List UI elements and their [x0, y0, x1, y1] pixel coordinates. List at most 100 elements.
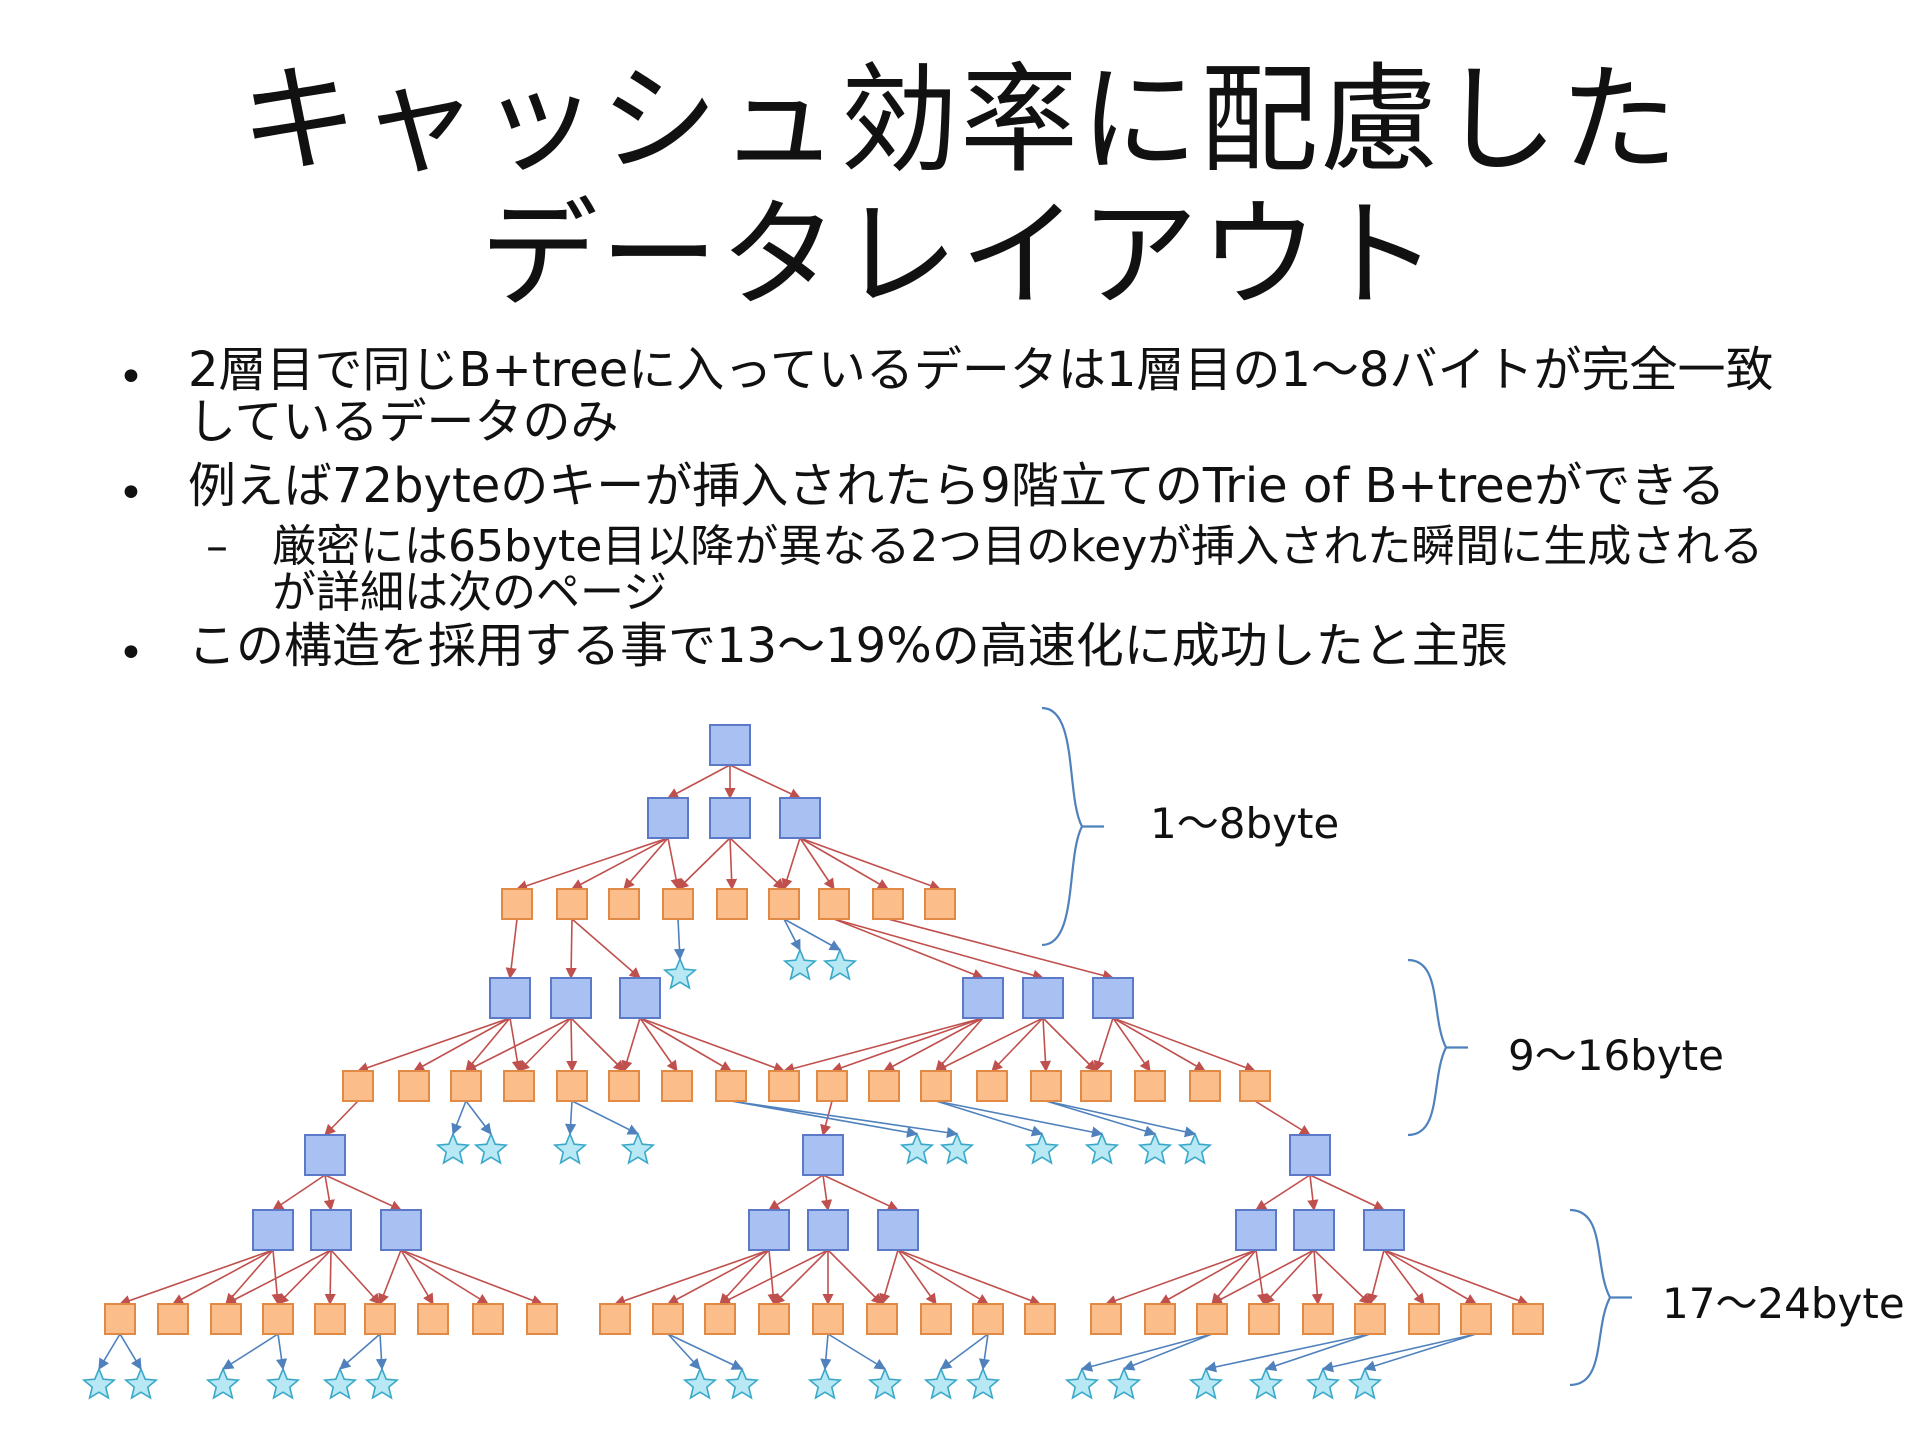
value-star	[1137, 1131, 1173, 1165]
value-star	[822, 947, 858, 981]
node-pointer-arrow	[571, 918, 641, 979]
value-star	[1347, 1366, 1383, 1400]
value-pointer-arrow	[820, 1333, 832, 1371]
value-pointer-arrow	[375, 1333, 388, 1371]
sub-bullet-marker: –	[206, 521, 228, 572]
node-pointer-arrow	[1383, 1249, 1425, 1305]
leaf-node	[716, 888, 748, 920]
node-pointer-arrow	[887, 918, 1115, 981]
node-pointer-arrow	[118, 1249, 274, 1306]
leaf-node	[599, 1303, 631, 1335]
node-pointer-arrow	[821, 1174, 833, 1212]
node-pointer-arrow	[571, 837, 669, 890]
node-pointer-arrow	[465, 1017, 572, 1072]
node-pointer-arrow	[897, 1249, 937, 1305]
leaf-node	[1354, 1303, 1386, 1335]
leaf-node	[972, 1303, 1004, 1335]
node-pointer-arrow	[768, 1174, 824, 1211]
node-pointer-arrow	[400, 1249, 434, 1305]
bullet-1-line-2: しているデータのみ	[188, 394, 619, 450]
leaf-node	[608, 1070, 640, 1102]
node-pointer-arrow	[323, 1174, 335, 1212]
value-star	[867, 1366, 903, 1400]
node-pointer-arrow	[767, 1249, 779, 1306]
level-brace	[1407, 958, 1468, 1137]
bullet-marker: •	[118, 628, 144, 679]
value-star	[620, 1131, 656, 1165]
node-pointer-arrow	[225, 1249, 332, 1305]
leaf-node	[812, 1303, 844, 1335]
value-star	[1305, 1366, 1341, 1400]
bullet-3-line-1: この構造を採用する事で13〜19%の高速化に成功したと主張	[188, 618, 1508, 674]
node-pointer-arrow	[413, 1017, 511, 1072]
leaf-node	[1144, 1303, 1176, 1335]
node-pointer-arrow	[1093, 1017, 1114, 1073]
bullet-2-line-1: 例えば72byteのキーが挿入されたら9階立てのTrie of B+treeがで…	[188, 458, 1726, 514]
value-star	[662, 956, 698, 990]
leaf-node	[866, 1303, 898, 1335]
interior-node	[647, 797, 689, 839]
leaf-node	[662, 888, 694, 920]
interior-node	[489, 977, 531, 1019]
node-pointer-arrow	[623, 837, 669, 890]
leaf-node	[868, 1070, 900, 1102]
node-pointer-arrow	[799, 837, 835, 890]
leaf-node	[920, 1303, 952, 1335]
value-pointer-arrow	[935, 1100, 1104, 1138]
node-pointer-arrow	[1042, 1017, 1097, 1072]
node-pointer-arrow	[1039, 1017, 1052, 1073]
value-pointer-arrow	[119, 1333, 142, 1370]
leaf-node	[704, 1303, 736, 1335]
node-pointer-arrow	[667, 764, 731, 799]
interior-node	[310, 1209, 352, 1251]
node-pointer-arrow	[799, 837, 942, 891]
interior-node	[1293, 1209, 1335, 1251]
interior-node	[619, 977, 661, 1019]
leaf-node	[818, 888, 850, 920]
node-pointer-arrow	[667, 837, 682, 891]
node-pointer-arrow	[991, 1017, 1044, 1072]
value-star	[364, 1366, 400, 1400]
value-pointer-arrow	[827, 1333, 886, 1370]
interior-node	[779, 797, 821, 839]
value-pointer-arrow	[1080, 1333, 1213, 1372]
value-star	[1084, 1131, 1120, 1165]
node-pointer-arrow	[729, 837, 785, 890]
value-star	[1106, 1366, 1142, 1400]
value-pointer-arrow	[339, 1333, 381, 1370]
leaf-node	[417, 1303, 449, 1335]
interior-node	[252, 1209, 294, 1251]
node-pointer-arrow	[827, 1249, 883, 1305]
value-star	[1064, 1366, 1100, 1400]
value-pointer-arrow	[565, 1100, 577, 1136]
value-pointer-arrow	[667, 1333, 701, 1370]
interior-node	[304, 1134, 346, 1176]
sub-bullet-line-2: が詳細は次のページ	[272, 567, 668, 618]
leaf-node	[1024, 1303, 1056, 1335]
bullet-marker: •	[118, 468, 144, 519]
value-pointer-arrow	[935, 1100, 1044, 1137]
node-pointer-arrow	[400, 1249, 544, 1306]
value-star	[899, 1131, 935, 1165]
value-star	[1188, 1366, 1224, 1400]
value-pointer-arrow	[571, 1100, 640, 1135]
node-pointer-arrow	[324, 1249, 336, 1306]
interior-node	[1235, 1209, 1277, 1251]
value-pointer-arrow	[98, 1333, 121, 1370]
node-pointer-arrow	[1112, 1017, 1151, 1072]
leaf-node	[1196, 1303, 1228, 1335]
value-pointer-arrow	[1204, 1333, 1371, 1373]
value-pointer-arrow	[783, 918, 801, 951]
value-star	[724, 1366, 760, 1400]
node-pointer-arrow	[799, 837, 889, 890]
leaf-node	[715, 1070, 747, 1102]
leaf-node	[1248, 1303, 1280, 1335]
value-pointer-arrow	[667, 1333, 744, 1370]
slide-title-line-2: データレイアウト	[479, 186, 1440, 324]
value-star	[81, 1366, 117, 1400]
leaf-node	[1134, 1070, 1166, 1102]
interior-node	[807, 1209, 849, 1251]
node-pointer-arrow	[667, 1249, 770, 1305]
value-star	[939, 1131, 975, 1165]
